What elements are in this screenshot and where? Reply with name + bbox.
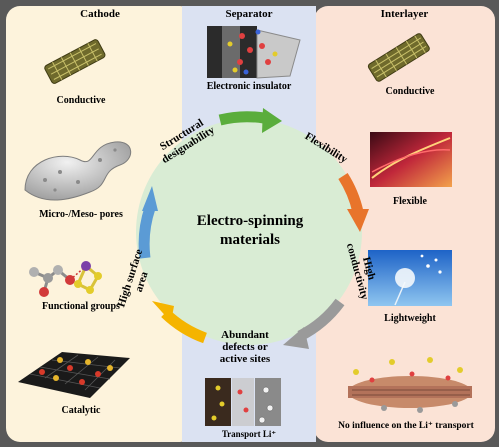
central-circle <box>136 119 362 345</box>
arrow-green <box>218 111 265 126</box>
separator-transport-image <box>205 378 281 426</box>
cycle-defects-line1: Abundant <box>221 329 269 341</box>
interlayer-flexible-image <box>370 132 452 187</box>
separator-insulator-image <box>207 26 301 79</box>
interlayer-lightweight-image <box>368 250 452 306</box>
cathode-pores-image <box>24 141 132 201</box>
arrow-orange-head <box>347 209 369 232</box>
cathode-label-functional: Functional groups <box>42 301 120 312</box>
cathode-molecule-image <box>29 261 102 297</box>
arrow-yellow-head <box>152 301 174 322</box>
interlayer-conductive-image <box>367 33 430 82</box>
separator-label-insulator: Electronic insulator <box>206 81 292 92</box>
arrow-green-head <box>262 108 282 133</box>
interlayer-label-conductive: Conductive <box>385 86 435 97</box>
cathode-label-catalytic: Catalytic <box>61 405 101 416</box>
cathode-catalytic-image <box>18 352 130 398</box>
cathode-conductive-image <box>44 39 106 84</box>
interlayer-heading: Interlayer <box>380 8 429 20</box>
interlayer-transport-image <box>348 357 472 413</box>
arrow-blue-head <box>142 186 158 211</box>
center-title-line1: Electro-spinning <box>196 213 304 229</box>
arrow-gray-head <box>283 327 309 349</box>
cycle-defects-line2: defects or <box>222 341 268 353</box>
separator-label-transport: Transport Li⁺ <box>221 429 277 439</box>
cycle-defects-line3: active sites <box>219 353 271 365</box>
interlayer-label-transport: No influence on the Li⁺ transport <box>338 421 474 431</box>
cathode-label-pores: Micro-/Meso- pores <box>39 209 123 220</box>
center-title: Electro-spinning materials <box>160 212 340 250</box>
pore-dots <box>43 148 117 192</box>
separator-heading: Separator <box>225 8 273 20</box>
cathode-heading: Cathode <box>80 8 120 20</box>
cycle-defects: Abundant defects or active sites <box>205 329 285 365</box>
interlayer-label-lightweight: Lightweight <box>384 313 436 324</box>
cathode-label-conductive: Conductive <box>56 95 106 106</box>
center-title-line2: materials <box>220 232 280 248</box>
interlayer-label-flexible: Flexible <box>393 196 427 207</box>
